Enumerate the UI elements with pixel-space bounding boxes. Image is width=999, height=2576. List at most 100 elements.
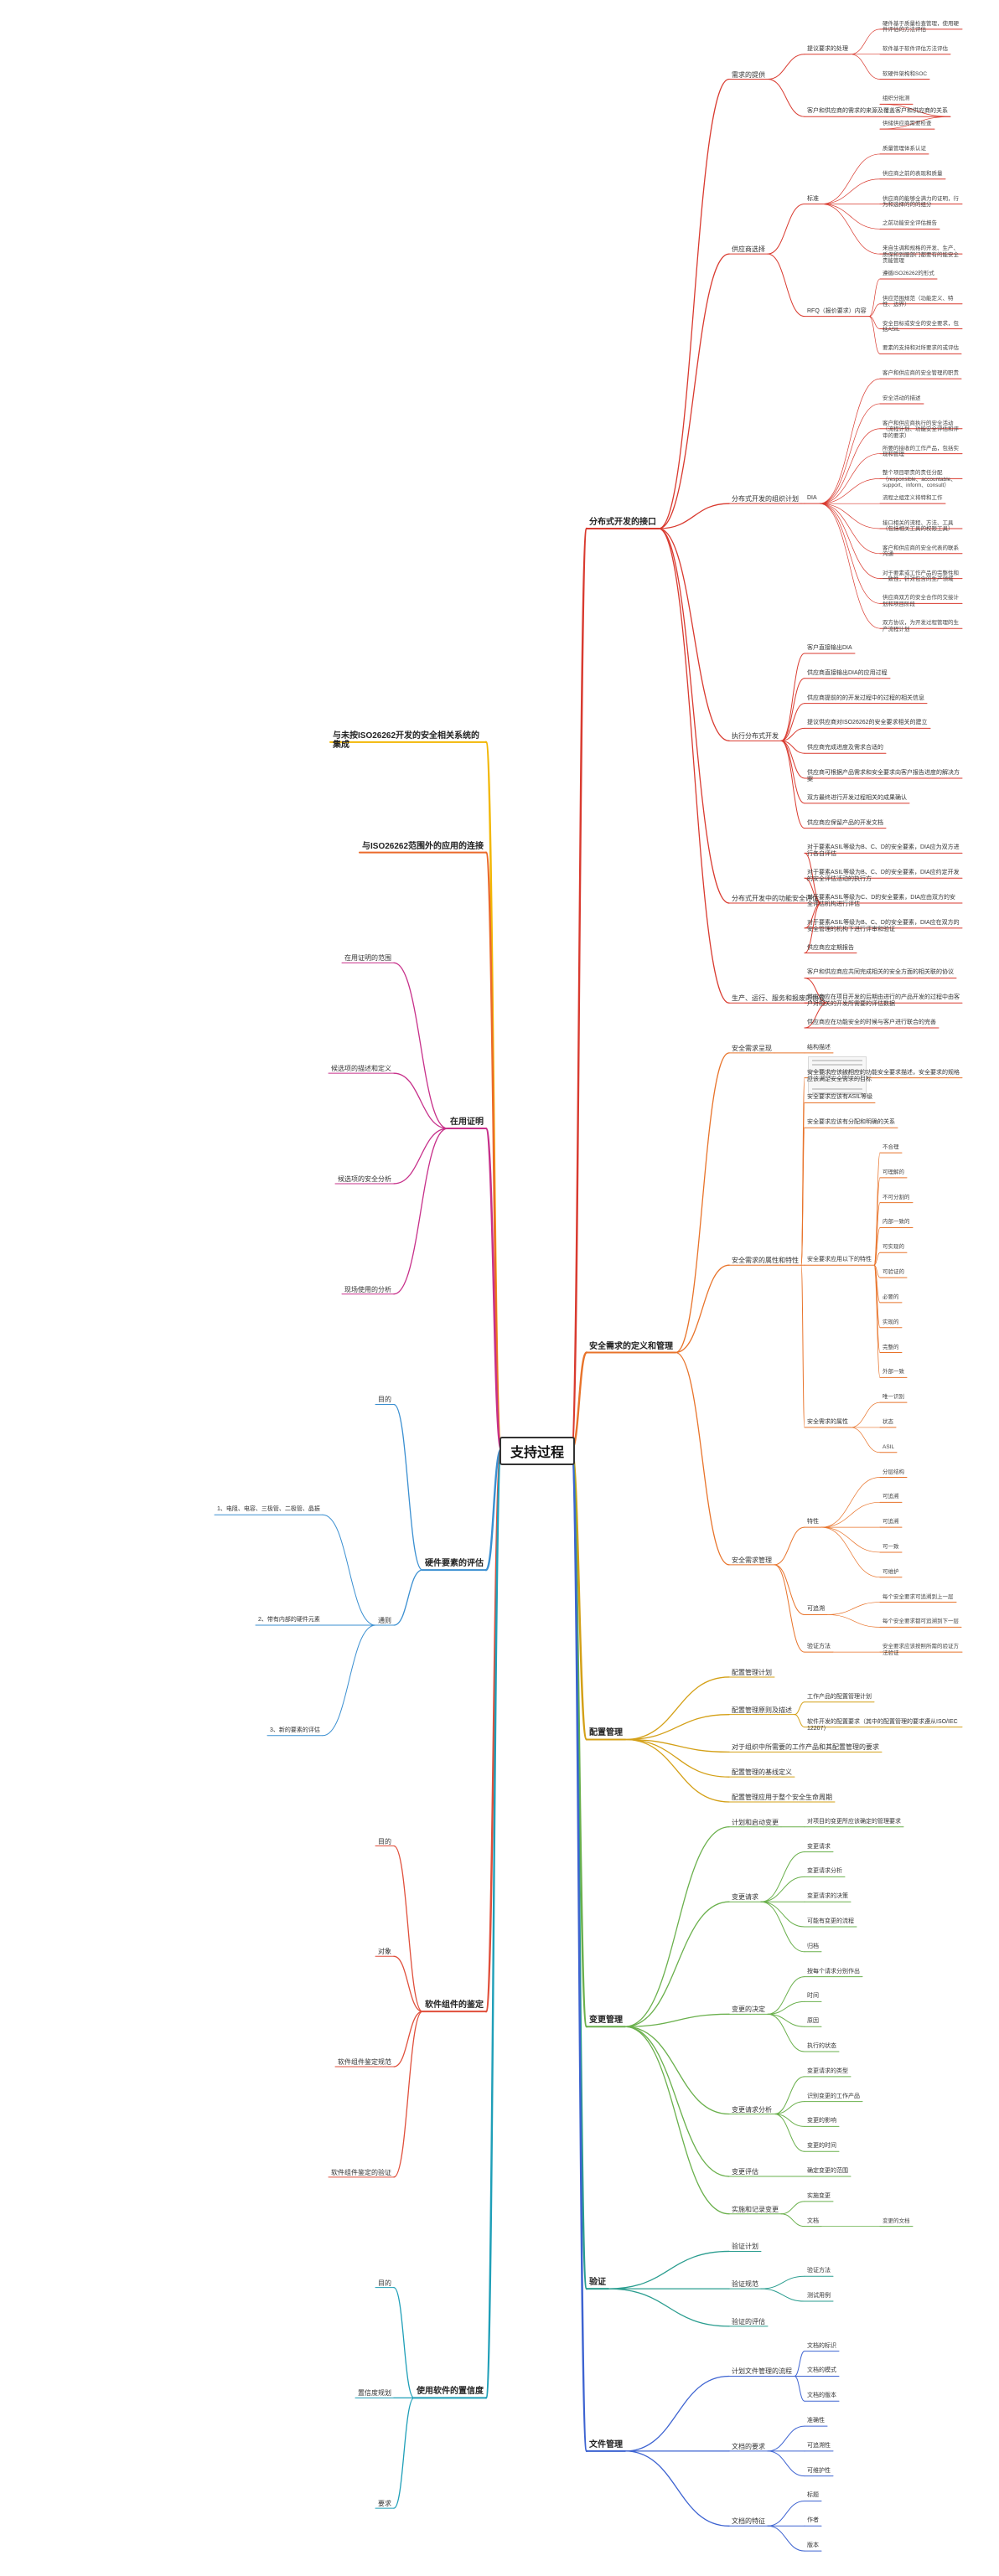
subtopic-node[interactable]: 可维护 [883,1568,899,1575]
subtopic-node[interactable]: 对于要素ASIL等级为C、D的安全要素，DIA应由双方的安全评估机构进行评估 [807,895,955,908]
subtopic-node[interactable]: 供应商双方的安全合作的交接计划和项目阶段 [883,595,959,607]
subtopic-node[interactable]: 状态 [883,1418,893,1425]
subtopic-node[interactable]: 安全目标或安全的安全要求，包括ASIL [883,320,959,333]
subtopic-node[interactable]: 硬件基于质量检查管理，使用硬件评估的方法评估 [883,20,959,34]
subtopic-node[interactable]: 可追溯 [807,1606,825,1613]
subtopic-node[interactable]: 客户直接输出DIA [807,645,852,651]
subtopic-node[interactable]: 识别变更的工作产品 [807,2093,860,2099]
subtopic-node[interactable]: 每个安全要求都可追溯到下一层 [883,1618,959,1625]
subtopic-node[interactable]: DIA [807,495,817,502]
subtopic-node[interactable]: 1、电阻、电容、三极管、二极管、晶振 [217,1506,320,1513]
subtopic-node[interactable]: 对于要素ASIL等级为B、C、D的安全要素，DIA应为双方进行各自评估 [807,844,960,858]
subtopic-node[interactable]: 配置管理计划 [732,1668,772,1676]
subtopic-node[interactable]: 供应商应定期报告 [807,944,854,951]
subtopic-node[interactable]: 配置管理的基线定义 [732,1768,792,1777]
subtopic-node[interactable]: 作者 [807,2517,819,2524]
branch-topic[interactable]: 与ISO26262范围外的应用的连接 [362,841,484,851]
subtopic-node[interactable]: 确定变更的范围 [807,2168,848,2175]
subtopic-node[interactable]: 执行的状态 [807,2043,836,2050]
subtopic-node[interactable]: 供应商之前的表现和质量 [883,170,943,177]
branch-topic[interactable]: 文件管理 [589,2439,623,2450]
subtopic-node[interactable]: 对于组织中所需要的工作产品和其配置管理的要求 [732,1743,879,1752]
subtopic-node[interactable]: 可一致 [883,1543,899,1550]
subtopic-node[interactable]: 组织分批测 [883,96,910,102]
subtopic-node[interactable]: 安全要求应该有分配和明确的关系 [807,1119,895,1126]
subtopic-node[interactable]: 置信度规划 [358,2389,391,2398]
subtopic-node[interactable]: 可能有变更的流程 [807,1918,854,1924]
subtopic-node[interactable]: 安全要求应该被相应的功能安全要求描述，安全要求的规格应该满足安全需求的目标 [807,1069,960,1082]
subtopic-node[interactable]: 提议供应商对ISO26262的安全要求相关的建立 [807,720,928,726]
branch-topic[interactable]: 软件组件的鉴定 [425,2000,484,2011]
subtopic-node[interactable]: 验证计划 [732,2243,758,2251]
subtopic-node[interactable]: 供应商的能够全满力的证明，行为和选择的的的组分 [883,195,959,208]
subtopic-node[interactable]: 唯一识别 [883,1394,904,1401]
subtopic-node[interactable]: 可理解的 [883,1169,904,1175]
subtopic-node[interactable]: 变更请求 [732,1893,758,1902]
subtopic-node[interactable]: 安全要求应该按照所需的验证方法验证 [883,1644,959,1656]
subtopic-node[interactable]: 文档的要求 [732,2442,765,2450]
subtopic-node[interactable]: 目的 [378,1837,391,1846]
subtopic-node[interactable]: 在用证明的范围 [344,954,391,963]
subtopic-node[interactable]: 软件开发的配置要求（其中的配置管理的要求遵从ISO/IEC 12207） [807,1718,958,1732]
subtopic-node[interactable]: 变更的决定 [732,2006,765,2014]
subtopic-node[interactable]: 文档的模式 [807,2367,836,2374]
subtopic-node[interactable]: 供应商选择 [732,245,765,254]
subtopic-node[interactable]: 对项目的变更所应该确定的管理要求 [807,1818,901,1825]
subtopic-node[interactable]: 可追溯 [883,1494,899,1500]
subtopic-node[interactable]: 目的 [378,2279,391,2287]
subtopic-node[interactable]: 之前功能安全评估报告 [883,220,937,227]
subtopic-node[interactable]: 变更请求分析 [732,2105,772,2114]
subtopic-node[interactable]: 安全要求应用以下的特性 [807,1257,872,1263]
subtopic-node[interactable]: 归档 [807,1943,819,1949]
center-topic[interactable]: 支持过程 [500,1437,575,1465]
subtopic-node[interactable]: 整个项目职责的责任分配（responsible、accountable、supp… [883,470,956,489]
subtopic-node[interactable]: 提议要求的处理 [807,45,848,52]
subtopic-node[interactable]: 供应商直接输出DIA的应用过程 [807,669,888,676]
branch-topic[interactable]: 安全需求的定义和管理 [589,1341,673,1351]
subtopic-node[interactable]: 变更请求的决策 [807,1893,848,1900]
subtopic-node[interactable]: 质量管理体系认证 [883,145,926,152]
subtopic-node[interactable]: 配置管理应用于整个安全生命周期 [732,1793,832,1801]
subtopic-node[interactable]: 验证的评估 [732,2317,765,2326]
subtopic-node[interactable]: 文档的标识 [807,2342,836,2349]
subtopic-node[interactable]: 通则 [378,1617,391,1624]
subtopic-node[interactable]: 双方协议，为开发过程管理的生产流程计划 [883,620,959,632]
subtopic-node[interactable]: 分布式开发中的功能安全评估 [732,895,819,903]
subtopic-node[interactable]: 文档的版本 [807,2393,836,2399]
subtopic-node[interactable]: 软件基于软件评估方法评估 [883,45,948,52]
subtopic-node[interactable]: 内部一致的 [883,1219,910,1226]
subtopic-node[interactable]: 双方最终进行开发过程相关的成果确认 [807,794,907,801]
subtopic-node[interactable]: 原因 [807,2018,819,2025]
subtopic-node[interactable]: 文档的特征 [732,2517,765,2526]
subtopic-node[interactable]: 供应商应在项目开发的后期由进行的产品开发的过程中由客户对相关的开发所需要的评估数… [807,994,960,1008]
subtopic-node[interactable]: 安全要求应该有ASIL等级 [807,1094,873,1101]
subtopic-node[interactable]: 供应商提前的的开发过程中的过程的相关信息 [807,694,924,701]
subtopic-node[interactable]: 分布式开发的组织计划 [732,495,799,503]
subtopic-node[interactable]: 要求 [378,2500,391,2508]
branch-topic[interactable]: 分布式开发的接口 [589,517,656,527]
subtopic-node[interactable]: 安全需求的属性和特性 [732,1257,799,1265]
subtopic-node[interactable]: 验证规范 [732,2280,758,2289]
subtopic-node[interactable]: 现场使用的分析 [344,1285,391,1293]
subtopic-node[interactable]: 安全活动的描述 [883,395,921,401]
subtopic-node[interactable]: 计划文件管理的流程 [732,2367,792,2376]
subtopic-node[interactable]: 可维护性 [807,2467,831,2474]
subtopic-node[interactable]: 验证方法 [807,2268,831,2274]
subtopic-node[interactable]: 可实现的 [883,1244,904,1251]
branch-topic[interactable]: 在用证明 [450,1118,484,1128]
subtopic-node[interactable]: 配置管理原则及描述 [732,1706,792,1714]
subtopic-node[interactable]: 完整的 [883,1344,899,1350]
subtopic-node[interactable]: 标题 [807,2492,819,2499]
subtopic-node[interactable]: 版本 [807,2542,819,2549]
subtopic-node[interactable]: 计划和启动变更 [732,1818,779,1826]
subtopic-node[interactable]: 流程之组定义将特和工作 [883,495,943,502]
branch-topic[interactable]: 与未按ISO26262开发的安全相关系统的集成 [333,730,480,751]
subtopic-node[interactable]: 软硬件架构和SOC [883,70,928,77]
subtopic-node[interactable]: 需求的提供 [732,70,765,79]
subtopic-node[interactable]: 客户和供应商的需求的来源及覆盖客户和供应商的关系 [807,108,948,115]
subtopic-node[interactable]: 结构描述 [807,1044,831,1051]
subtopic-node[interactable]: 可追溯性 [807,2442,831,2449]
subtopic-node[interactable]: 2、带有内部的硬件元素 [258,1617,320,1623]
subtopic-node[interactable]: 按每个请求分别作出 [807,1968,860,1975]
subtopic-node[interactable]: 分层结构 [883,1469,904,1475]
